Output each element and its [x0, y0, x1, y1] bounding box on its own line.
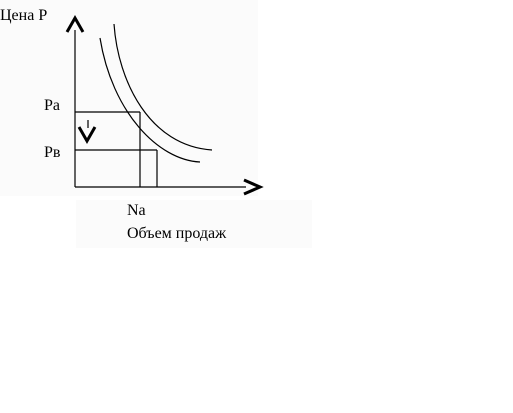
y-axis-label: Цена P [0, 7, 48, 24]
arrow-up-icon [65, 14, 85, 33]
price-a-label: Pа [44, 97, 60, 114]
diagram-panel-lower [76, 200, 312, 248]
demand-curve-2 [113, 23, 213, 151]
x-axis-label: Объем продаж [127, 225, 227, 242]
quantity-a-label: Nа [127, 202, 146, 219]
arrow-down-icon [77, 126, 97, 145]
price-b-label: Pв [44, 144, 61, 161]
demand-curve-1 [99, 37, 201, 163]
diagram-panel-upper [0, 0, 258, 196]
arrow-right-icon [243, 178, 264, 196]
